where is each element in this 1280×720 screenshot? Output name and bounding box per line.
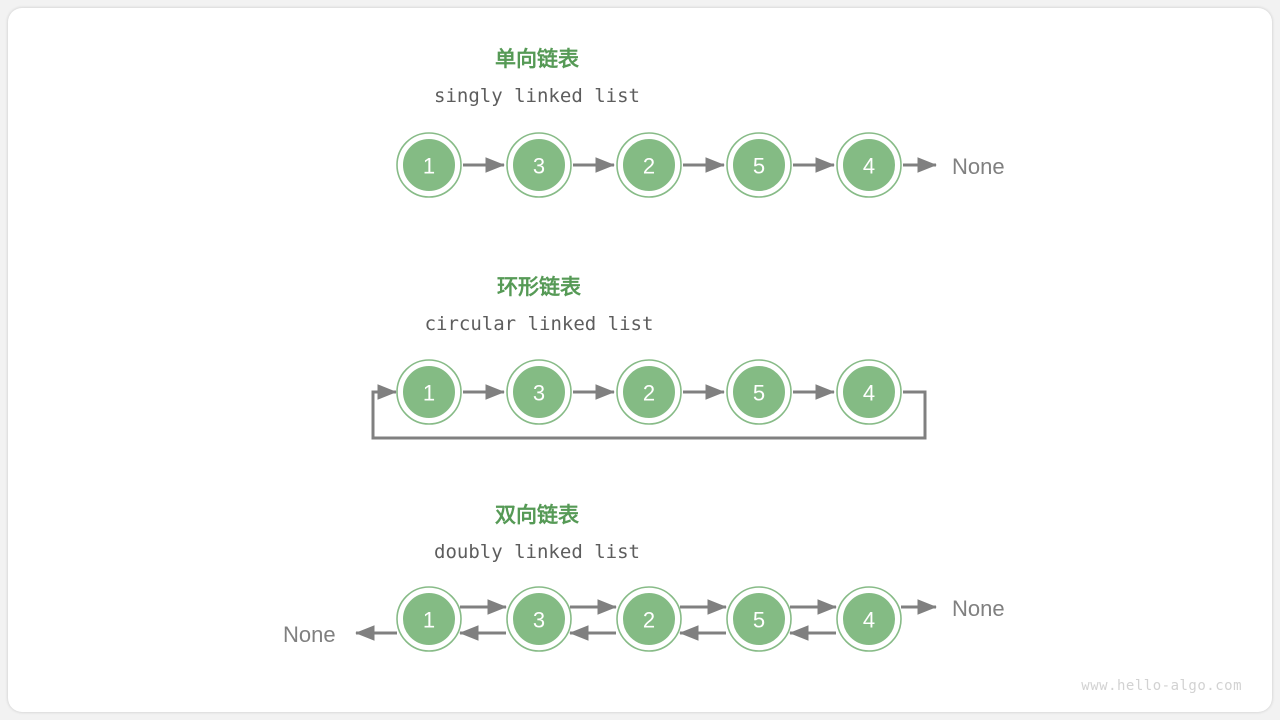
node-doubly-3: 5 bbox=[726, 586, 792, 652]
node-doubly-2: 2 bbox=[616, 586, 682, 652]
node-value: 1 bbox=[423, 381, 435, 406]
node-singly-3: 5 bbox=[726, 132, 792, 198]
node-singly-2: 2 bbox=[616, 132, 682, 198]
node-value: 2 bbox=[643, 381, 655, 406]
section-title-cn: 环形链表 bbox=[497, 275, 582, 299]
linked-list-diagram: 单向链表 singly linked list 1 bbox=[283, 47, 1005, 652]
node-value: 1 bbox=[423, 608, 435, 633]
node-value: 4 bbox=[863, 608, 875, 633]
node-circular-1: 3 bbox=[506, 359, 572, 425]
section-circular: 环形链表 circular linked list 1 bbox=[371, 275, 927, 440]
node-value: 4 bbox=[863, 154, 875, 179]
node-value: 3 bbox=[533, 154, 545, 179]
node-value: 2 bbox=[643, 608, 655, 633]
node-singly-4: 4 bbox=[836, 132, 902, 198]
section-title-en: singly linked list bbox=[434, 85, 640, 107]
node-circular-2: 2 bbox=[616, 359, 682, 425]
node-value: 1 bbox=[423, 154, 435, 179]
section-title-en: circular linked list bbox=[425, 313, 654, 335]
section-singly: 单向链表 singly linked list 1 bbox=[396, 47, 1005, 198]
node-value: 4 bbox=[863, 381, 875, 406]
node-doubly-0: 1 bbox=[396, 586, 462, 652]
node-doubly-1: 3 bbox=[506, 586, 572, 652]
node-value: 5 bbox=[753, 608, 765, 633]
node-circular-0: 1 bbox=[396, 359, 462, 425]
node-singly-0: 1 bbox=[396, 132, 462, 198]
node-value: 3 bbox=[533, 608, 545, 633]
tail-none-label: None bbox=[952, 154, 1005, 179]
node-value: 5 bbox=[753, 154, 765, 179]
watermark: www.hello-algo.com bbox=[1081, 678, 1242, 694]
diagram-card: 单向链表 singly linked list 1 bbox=[8, 8, 1272, 712]
node-value: 5 bbox=[753, 381, 765, 406]
links-circular bbox=[371, 384, 927, 440]
node-circular-3: 5 bbox=[726, 359, 792, 425]
node-circular-4: 4 bbox=[836, 359, 902, 425]
section-title-cn: 双向链表 bbox=[495, 503, 580, 527]
section-title-cn: 单向链表 bbox=[495, 47, 580, 71]
section-title-en: doubly linked list bbox=[434, 541, 640, 563]
section-doubly: 双向链表 doubly linked list bbox=[283, 503, 1005, 652]
node-singly-1: 3 bbox=[506, 132, 572, 198]
tail-none-label: None bbox=[952, 596, 1005, 621]
node-value: 3 bbox=[533, 381, 545, 406]
node-value: 2 bbox=[643, 154, 655, 179]
head-none-label: None bbox=[283, 622, 336, 647]
node-doubly-4: 4 bbox=[836, 586, 902, 652]
loop-back-arrow bbox=[371, 384, 927, 440]
